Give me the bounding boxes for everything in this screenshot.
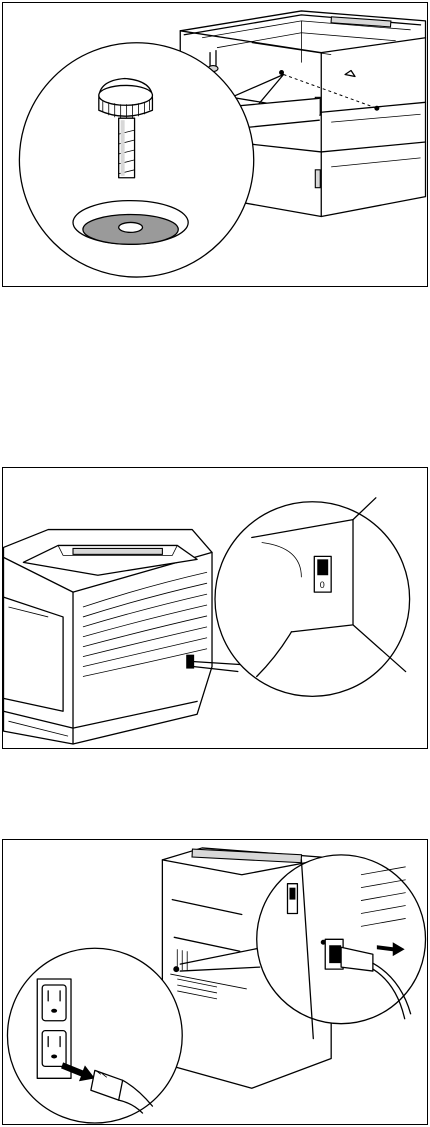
- printer-body: [4, 530, 213, 744]
- switch-off-glyph: 0: [320, 580, 325, 590]
- wall-outlet-icon: [37, 979, 71, 1078]
- power-switch-icon[interactable]: 0: [314, 556, 331, 592]
- wall-outlet-detail-circle: [7, 948, 182, 1123]
- power-cord-illustration: [3, 840, 427, 1124]
- thumbscrew-detail-circle: [19, 43, 253, 277]
- power-switch-detail-circle: 0: [215, 498, 410, 697]
- figure-power-cord: [2, 839, 428, 1125]
- figure-power-switch: 0: [2, 467, 428, 749]
- screw-hole-icon: [73, 201, 188, 245]
- figure-tray-thumbscrew: [2, 2, 428, 287]
- tray-thumbscrew-illustration: [3, 3, 427, 286]
- power-switch-illustration: 0: [3, 468, 427, 748]
